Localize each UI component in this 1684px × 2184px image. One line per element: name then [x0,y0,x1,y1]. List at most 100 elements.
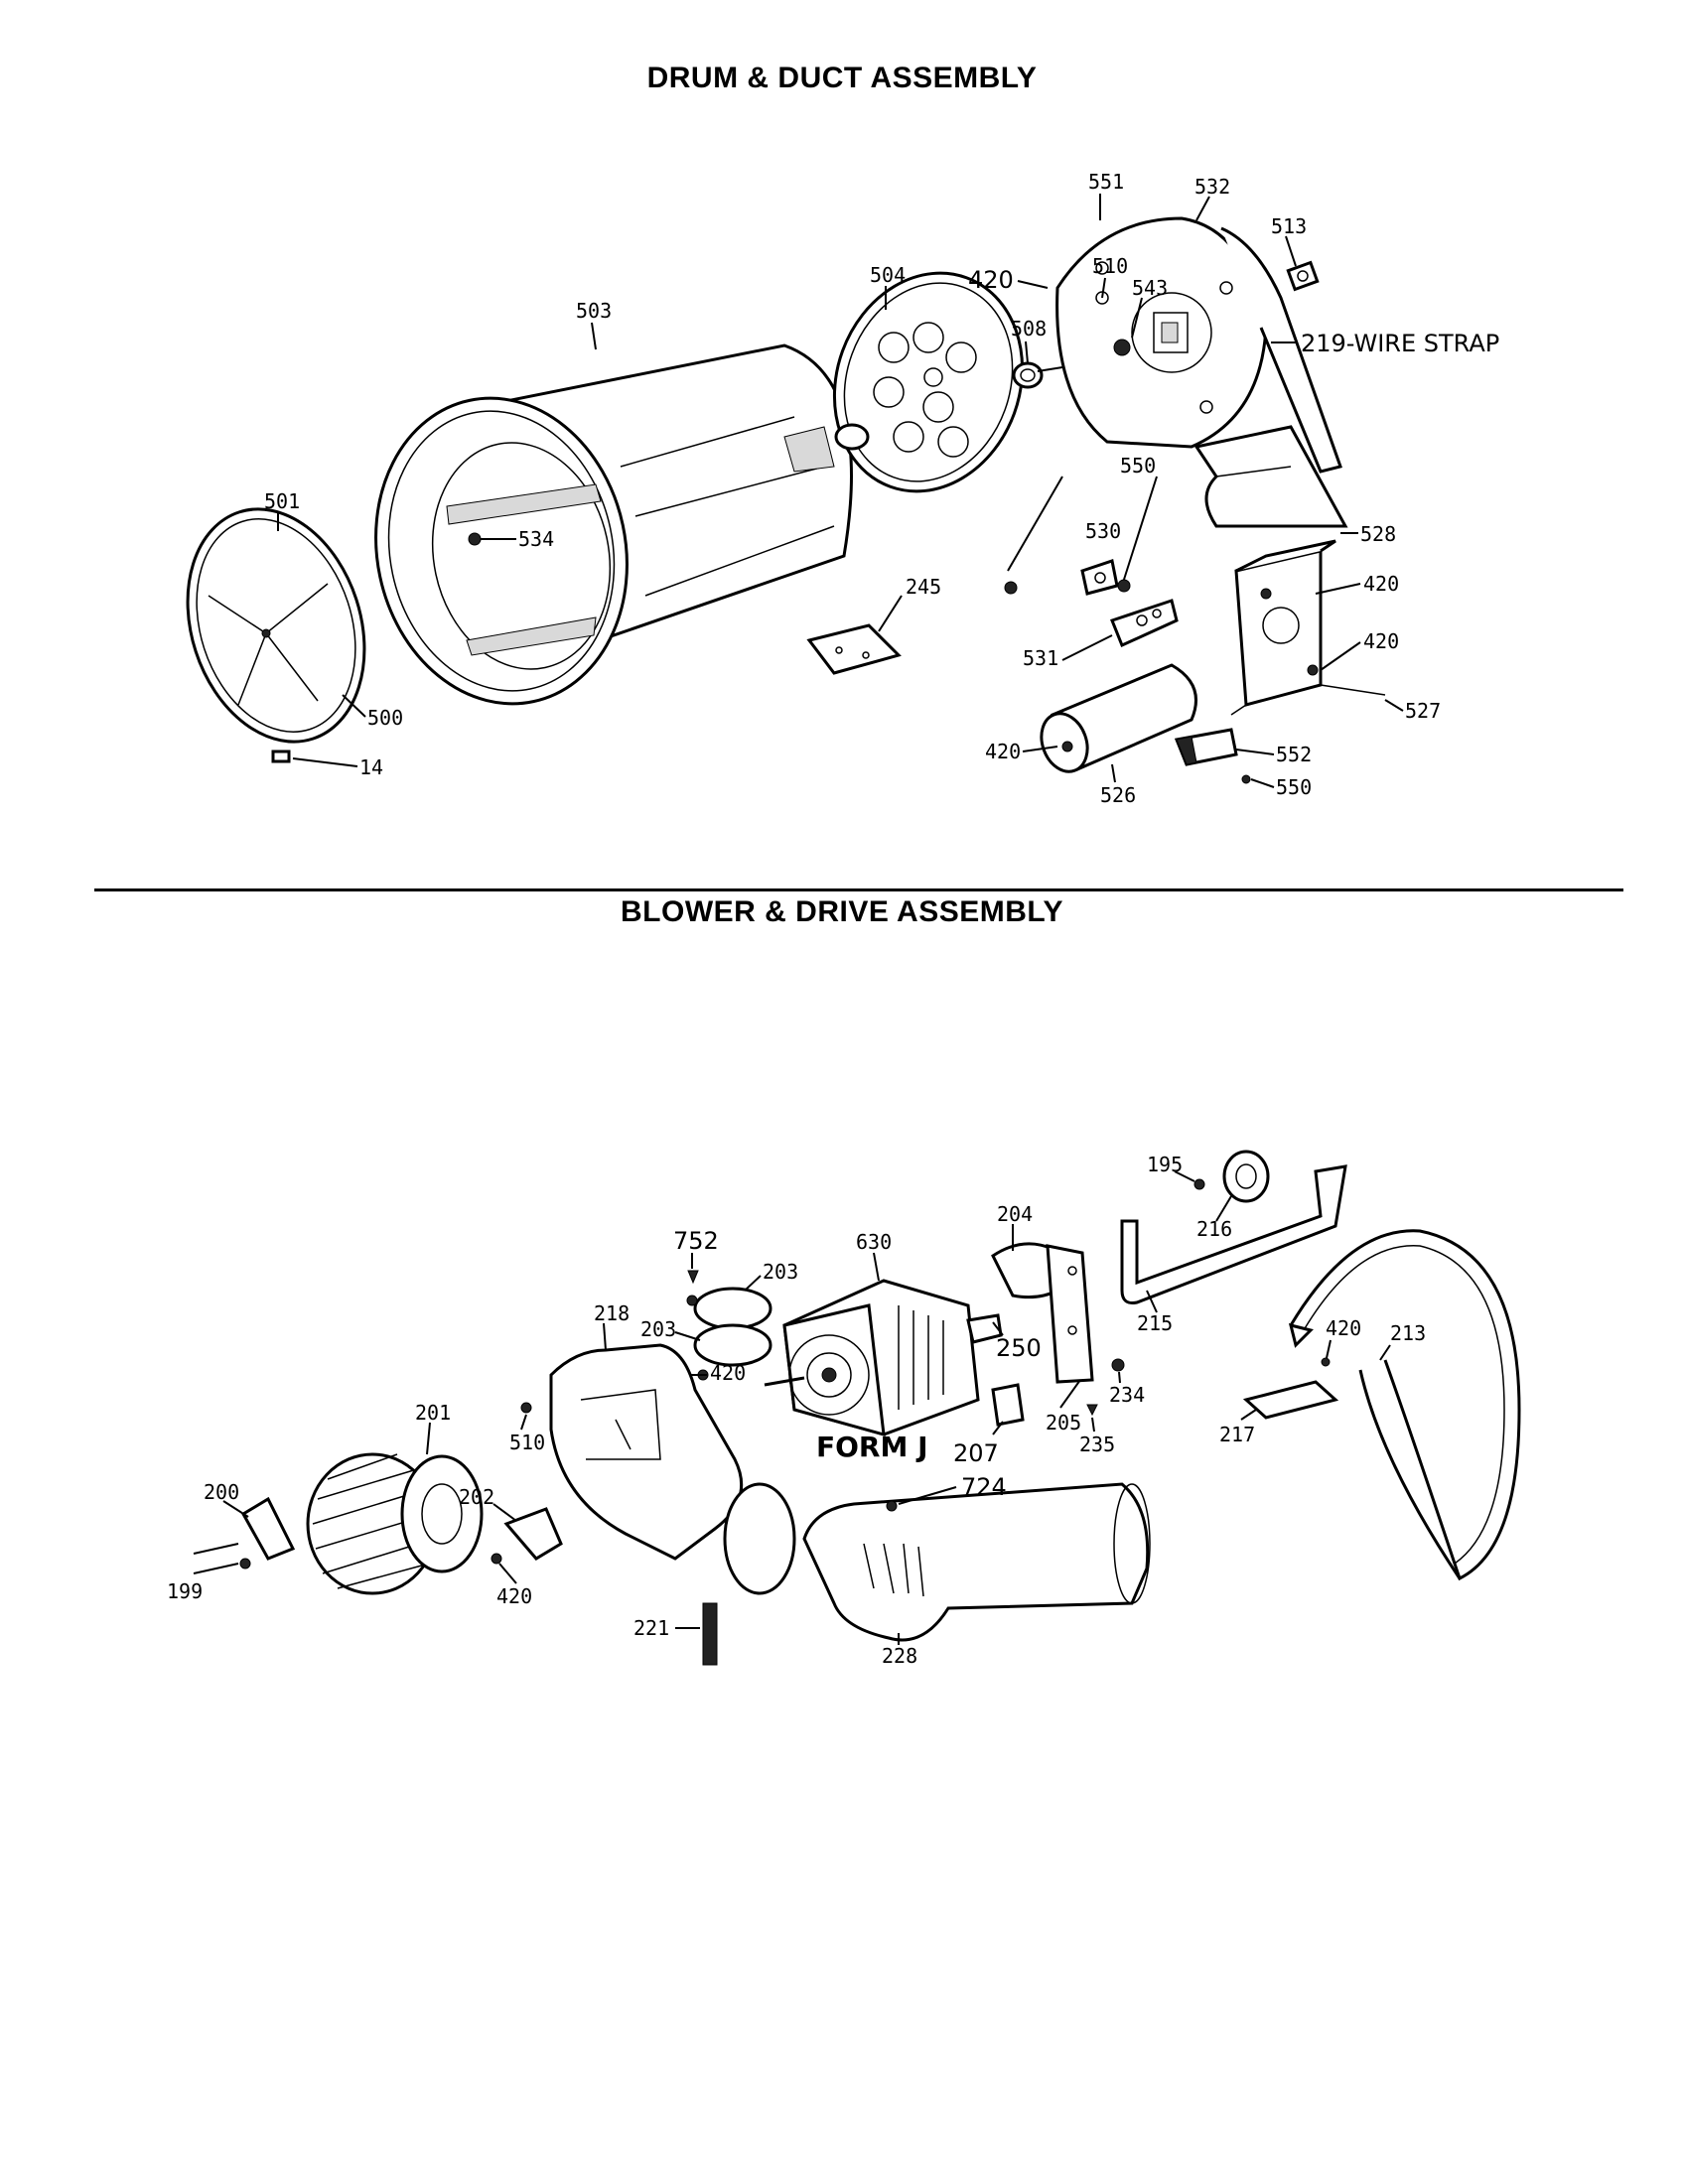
label-552: 552 [1276,743,1312,766]
blower-drive-drawing: 195 216 204 752 630 203 218 203 250 215 … [167,1150,1521,1668]
blower-leader-lines [193,1170,1391,1645]
capacitor [1040,663,1197,773]
screw-420 [1321,1357,1331,1367]
label-218: 218 [594,1301,630,1325]
label-543: 543 [1132,276,1168,300]
duct [1193,425,1348,528]
drum-duct-assembly-title: DRUM & DUCT ASSEMBLY [646,62,1038,94]
label-420: 420 [1363,629,1399,653]
label-235: 235 [1079,1433,1115,1456]
exhaust-duct [802,1482,1151,1642]
label-221: 221 [633,1616,669,1640]
label-530: 530 [1085,519,1121,543]
idler-arm [1120,1164,1347,1304]
label-195: 195 [1147,1153,1183,1176]
label-234: 234 [1109,1383,1145,1407]
label-213: 213 [1390,1321,1426,1345]
screw-534 [468,532,482,546]
bracket-245 [806,623,902,675]
blower-housing [549,1343,744,1561]
label-501: 501 [264,489,300,513]
label-550: 550 [1276,775,1312,799]
label-531: 531 [1023,646,1058,670]
screw-752 [687,1270,699,1285]
label-215: 215 [1137,1311,1173,1335]
label-202: 202 [459,1485,494,1509]
label-228: 228 [882,1644,917,1668]
strip-221 [702,1602,718,1666]
drum-leader-lines [277,194,1404,788]
connector-552 [1174,728,1238,766]
label-724: 724 [961,1473,1007,1501]
label-550: 550 [1120,454,1156,478]
label-513: 513 [1271,214,1307,238]
label-420: 420 [1326,1316,1361,1340]
label-207: 207 [953,1439,999,1467]
bracket-200 [240,1496,296,1561]
label-510: 510 [1092,254,1128,278]
blower-part-labels: 195 216 204 752 630 203 218 203 250 215 … [167,1153,1426,1668]
bracket-217 [1242,1380,1339,1420]
drive-belt [1288,1229,1521,1581]
label-504: 504 [870,263,906,287]
bearing [1012,361,1063,389]
label-205: 205 [1046,1411,1081,1434]
rear-bulkhead [1055,216,1342,474]
label-219-wire-strap: 219-WIRE STRAP [1301,330,1499,357]
bracket-202 [503,1507,563,1561]
screw-199 [239,1558,251,1570]
label-245: 245 [906,575,941,599]
drum-duct-drawing: 551 532 513 420 510 543 504 508 219-WIRE… [186,170,1499,807]
label-500: 500 [367,706,403,730]
label-551: 551 [1088,170,1124,194]
drive-motor [764,1279,1003,1437]
label-203: 203 [640,1317,676,1341]
motor-clamps [686,1287,772,1381]
thermostat-513 [1286,260,1320,292]
label-250: 250 [996,1334,1042,1362]
label-420: 420 [496,1584,532,1608]
drum-part-labels: 551 532 513 420 510 543 504 508 219-WIRE… [264,170,1499,807]
label-532: 532 [1194,175,1230,199]
front-seal-ring [186,507,366,744]
label-199: 199 [167,1579,203,1603]
blower-outlet-ring [723,1482,796,1595]
label-form-j: FORM J [816,1431,928,1463]
label-200: 200 [204,1480,239,1504]
switch-207 [991,1383,1025,1427]
label-201: 201 [415,1401,451,1425]
label-528: 528 [1360,522,1396,546]
label-508: 508 [1011,317,1047,341]
screw-420 [491,1553,502,1565]
label-510: 510 [509,1431,545,1454]
blower-wheel [306,1452,484,1595]
label-420: 420 [985,740,1021,763]
rear-drum-head [832,271,1025,493]
blower-drive-assembly-title: BLOWER & DRIVE ASSEMBLY [621,895,1063,928]
label-420: 420 [710,1361,746,1385]
label-204: 204 [997,1202,1033,1226]
label-216: 216 [1196,1217,1232,1241]
label-420: 420 [1363,572,1399,596]
motor-mount [991,1242,1125,1417]
heater-bracket [1230,539,1386,716]
screw-510 [520,1402,532,1414]
switch-plate-531 [1110,599,1179,648]
label-203: 203 [763,1260,798,1284]
screws-550 [1004,476,1158,595]
switch-530 [1080,559,1119,596]
section-divider [94,888,1623,891]
idler-pulley [1193,1150,1270,1203]
label-14: 14 [359,755,383,779]
label-752: 752 [673,1227,719,1255]
label-217: 217 [1219,1423,1255,1446]
label-527: 527 [1405,699,1441,723]
label-420: 420 [968,266,1014,294]
label-526: 526 [1100,783,1136,807]
label-503: 503 [576,299,612,323]
clip-14 [271,750,291,763]
label-630: 630 [856,1230,892,1254]
drum [374,343,853,706]
label-534: 534 [518,527,554,551]
